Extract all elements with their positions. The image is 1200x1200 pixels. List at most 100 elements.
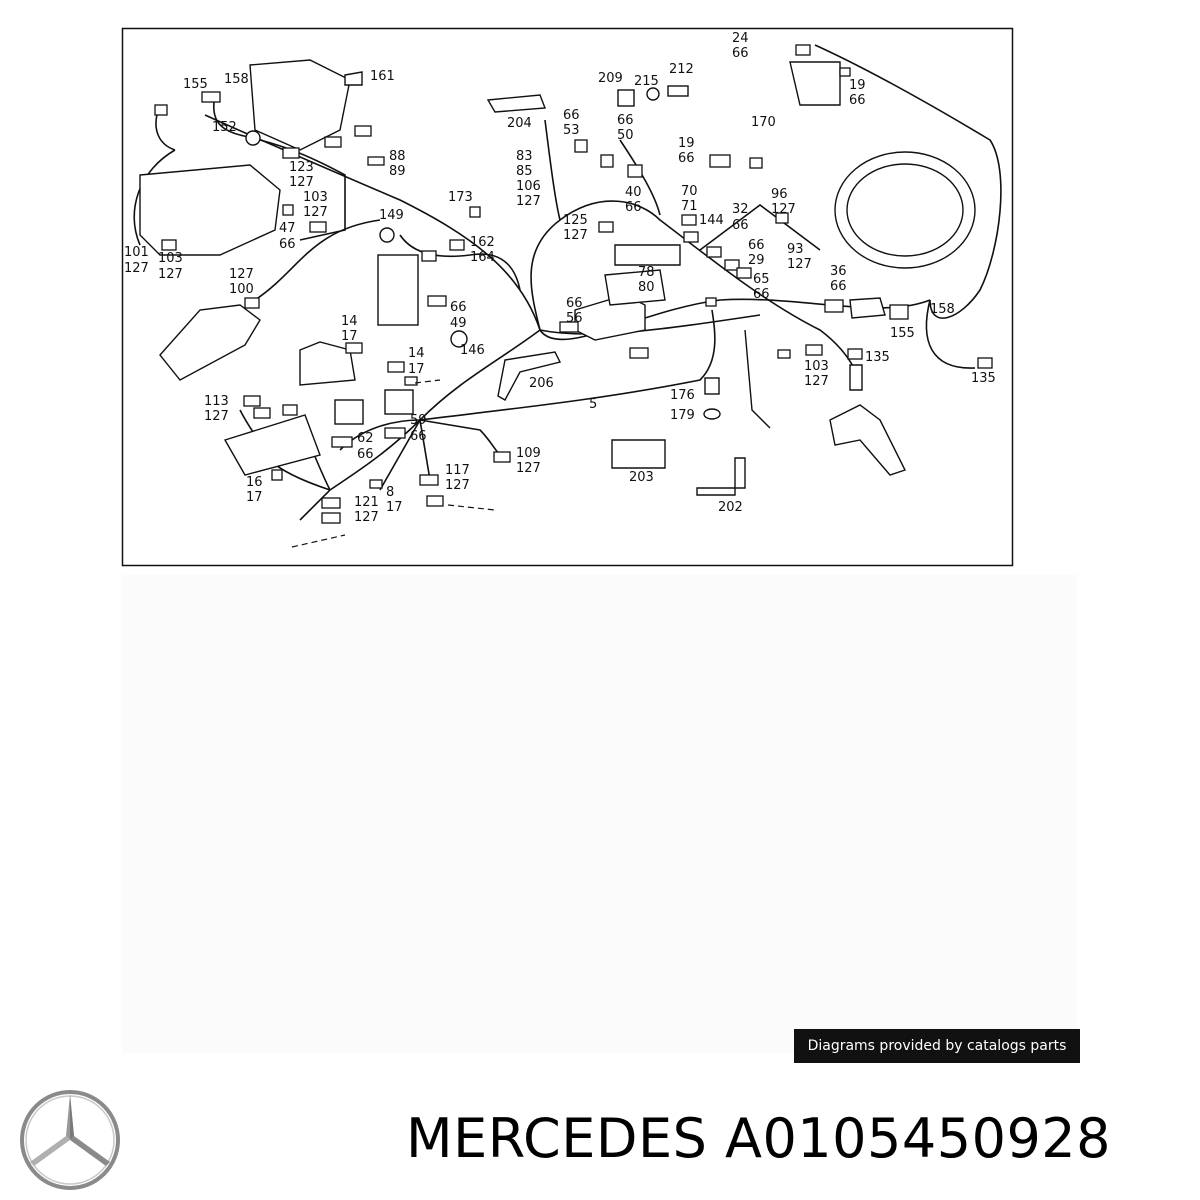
- callout: 66: [357, 447, 374, 462]
- callout: 127: [354, 510, 379, 525]
- callout-numbers: 155 158 161 152 123 127 103 127 88 89 47…: [124, 31, 996, 525]
- callout: 155: [890, 326, 915, 341]
- bracket-206: [497, 351, 562, 401]
- bracket-203: [611, 439, 666, 469]
- callout: 176: [670, 388, 695, 403]
- callout: 5: [589, 397, 597, 412]
- callout: 127: [289, 175, 314, 190]
- callout: 66: [625, 200, 642, 215]
- relay-box: [377, 254, 419, 326]
- callout: 149: [379, 208, 404, 223]
- connector-161: [344, 71, 363, 86]
- grommet-149: [379, 227, 395, 243]
- clip-179: [703, 408, 721, 420]
- module-78: [604, 269, 666, 306]
- callout: 103: [804, 359, 829, 374]
- callout: 53: [563, 123, 580, 138]
- screw-212: [667, 85, 689, 97]
- callout: 56: [566, 311, 583, 326]
- callout: 66: [830, 279, 847, 294]
- callout: 100: [229, 282, 254, 297]
- callout: 123: [289, 160, 314, 175]
- callout: 62: [357, 431, 374, 446]
- callout: 127: [445, 478, 470, 493]
- callout: 127: [563, 228, 588, 243]
- callout: 71: [681, 199, 698, 214]
- callout: 173: [448, 190, 473, 205]
- callout: 127: [787, 257, 812, 272]
- callout: 202: [718, 500, 743, 515]
- callout: 66: [678, 151, 695, 166]
- callout: 206: [529, 376, 554, 391]
- connectors: [154, 44, 993, 524]
- heater-unit: [139, 164, 281, 256]
- background-panel: [122, 575, 1077, 1053]
- callout: 80: [638, 280, 655, 295]
- callout: 16: [246, 475, 263, 490]
- steering-wheel-inner: [846, 163, 964, 257]
- callout: 101: [124, 245, 149, 260]
- bracket-202: [696, 457, 746, 496]
- callout: 59: [410, 413, 427, 428]
- callout: 89: [389, 164, 406, 179]
- callout: 212: [669, 62, 694, 77]
- callout: 117: [445, 463, 470, 478]
- callout: 49: [450, 316, 467, 331]
- callout: 66: [410, 429, 427, 444]
- plug-135: [849, 364, 863, 391]
- pedal-assembly: [829, 404, 906, 476]
- callout: 93: [787, 242, 804, 257]
- callout: 66: [753, 287, 770, 302]
- callout: 66: [732, 218, 749, 233]
- relay-2: [384, 389, 414, 415]
- callout: 127: [804, 374, 829, 389]
- callout: 170: [751, 115, 776, 130]
- callout: 17: [341, 329, 358, 344]
- callout: 158: [224, 72, 249, 87]
- callout: 204: [507, 116, 532, 131]
- wiper-motor: [159, 304, 261, 381]
- callout: 66: [748, 238, 765, 253]
- callout: 113: [204, 394, 229, 409]
- callout: 17: [386, 500, 403, 515]
- callout: 135: [865, 350, 890, 365]
- callout: 96: [771, 187, 788, 202]
- callout: 135: [971, 371, 996, 386]
- callout: 161: [370, 69, 395, 84]
- callout: 179: [670, 408, 695, 423]
- callout: 32: [732, 202, 749, 217]
- callout: 125: [563, 213, 588, 228]
- callout: 14: [408, 346, 425, 361]
- callout: 144: [699, 213, 724, 228]
- callout: 162: [470, 235, 495, 250]
- bracket-40: [614, 244, 681, 266]
- callout: 127: [124, 261, 149, 276]
- washer-215: [646, 87, 660, 101]
- glovebox-housing: [249, 59, 351, 151]
- callout: 17: [246, 490, 263, 505]
- mercedes-star-icon: [20, 1090, 120, 1190]
- bolt-176: [704, 377, 720, 395]
- grommet-152: [245, 130, 261, 146]
- lamp-unit: [299, 341, 356, 386]
- callout: 66: [566, 296, 583, 311]
- callout: 127: [229, 267, 254, 282]
- components: [139, 59, 976, 496]
- callout: 8: [386, 485, 394, 500]
- callout: 47: [279, 221, 296, 236]
- callout: 19: [678, 136, 695, 151]
- callout: 103: [303, 190, 328, 205]
- sensor-36: [849, 297, 886, 319]
- fuse-box: [223, 414, 321, 476]
- callout: 127: [158, 267, 183, 282]
- clip-209: [617, 89, 635, 107]
- grommet-146: [450, 330, 468, 348]
- callout: 66: [450, 300, 467, 315]
- callout: 146: [460, 343, 485, 358]
- callout: 152: [212, 120, 237, 135]
- callout: 127: [204, 409, 229, 424]
- callout: 14: [341, 314, 358, 329]
- switch-assembly: [789, 61, 841, 106]
- callout: 106: [516, 179, 541, 194]
